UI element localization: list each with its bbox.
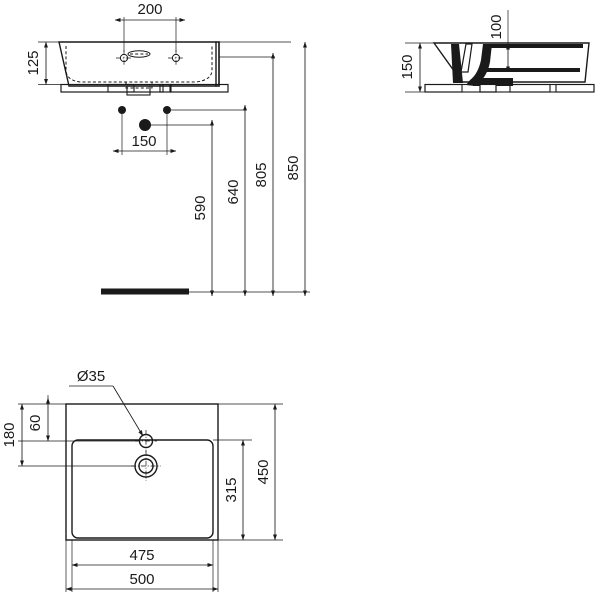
dimension-450: 450 — [255, 403, 278, 541]
front-connection-points — [118, 106, 245, 155]
dimension-200-label: 200 — [137, 1, 162, 18]
dimension-475-label: 475 — [129, 547, 154, 564]
dimension-200: 200 — [114, 1, 186, 52]
dimension-side-150-label: 150 — [399, 54, 416, 79]
dimension-850: 850 — [285, 41, 308, 297]
front-bowl-hidden-outline — [65, 46, 213, 89]
front-overflow-slot — [127, 50, 151, 58]
floor-dark-bar — [101, 288, 189, 295]
front-tap-hole-left — [116, 50, 132, 66]
dimension-diameter-35-label: Ø35 — [77, 368, 105, 385]
side-internal-profile — [451, 43, 583, 93]
dimension-diameter-35: Ø35 — [69, 368, 144, 437]
dimension-805: 805 — [219, 52, 276, 297]
dimension-590: 590 — [192, 119, 215, 297]
front-floor-line — [101, 288, 310, 295]
front-tap-hole-right — [168, 50, 184, 66]
dimension-150-label: 150 — [131, 133, 156, 150]
dimension-180-label: 180 — [1, 422, 18, 447]
dimension-side-150: 150 — [399, 42, 423, 93]
plan-left-extension-lines — [18, 403, 140, 467]
dimension-590-label: 590 — [192, 195, 209, 220]
plan-inner-bowl-rect — [71, 439, 214, 539]
dimension-125-label: 125 — [25, 50, 42, 75]
plan-right-extension-lines — [213, 403, 283, 541]
side-elevation-view: 150 100 — [399, 10, 595, 93]
dimension-475: 475 — [71, 547, 214, 568]
side-wall-hatch-band — [424, 83, 595, 93]
dimension-805-label: 805 — [253, 162, 270, 187]
dimension-150: 150 — [112, 133, 177, 154]
plan-outer-rect — [65, 403, 219, 541]
front-basin-outline — [58, 41, 220, 87]
front-elevation-view: 200 125 150 — [25, 1, 310, 297]
dimension-side-100-label: 100 — [488, 14, 505, 39]
dimension-500: 500 — [65, 571, 219, 592]
dimension-180: 180 — [1, 403, 25, 467]
dimension-640: 640 — [225, 104, 248, 297]
dimension-850-label: 850 — [285, 155, 302, 180]
dimension-60-label: 60 — [27, 415, 44, 432]
dimension-side-100: 100 — [488, 10, 511, 73]
dimension-60: 60 — [27, 395, 51, 442]
dimension-315-label: 315 — [223, 477, 240, 502]
front-wall-hatch-band — [60, 83, 229, 96]
plan-view: Ø35 180 60 315 — [1, 368, 283, 592]
dimension-450-label: 450 — [255, 459, 272, 484]
dimension-500-label: 500 — [129, 571, 154, 588]
dimension-315: 315 — [223, 439, 246, 541]
dimension-125: 125 — [25, 41, 62, 85]
dimension-640-label: 640 — [225, 179, 242, 204]
